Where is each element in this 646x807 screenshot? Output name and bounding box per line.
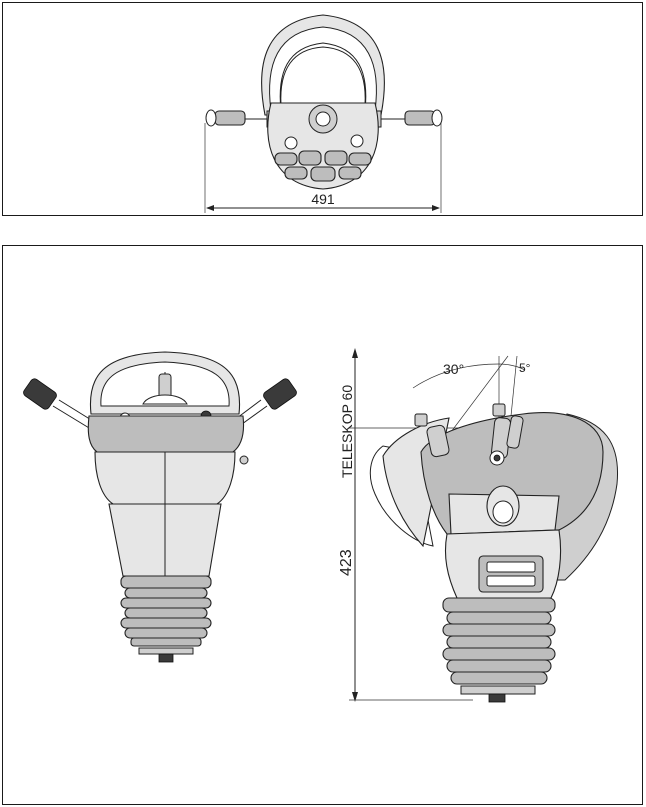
front-connector xyxy=(158,653,174,663)
front-left-grip xyxy=(23,378,57,410)
side-views-panel: 30° 5° TELESKOP 60 423 xyxy=(2,245,643,805)
width-dimension-label: 491 xyxy=(311,191,335,207)
handle-window xyxy=(280,46,366,106)
right-button xyxy=(350,134,364,148)
dim-arrow-right xyxy=(432,205,440,211)
left-grip-cap xyxy=(205,109,217,127)
left-grip xyxy=(214,110,246,126)
front-bellows xyxy=(120,575,212,647)
variant-label: TELESKOP 60 xyxy=(339,385,355,478)
side-views-drawing: 30° 5° TELESKOP 60 423 xyxy=(23,348,619,703)
keypad xyxy=(274,150,372,182)
dim-arrow-left xyxy=(206,205,214,211)
side-bellows xyxy=(442,597,556,685)
top-view-panel: 491 xyxy=(2,2,643,216)
side-view: 30° 5° TELESKOP 60 423 xyxy=(338,348,619,703)
front-right-grip xyxy=(263,378,297,410)
side-levers xyxy=(414,403,524,466)
front-flange xyxy=(138,647,194,655)
left-button xyxy=(284,136,298,150)
height-dimension-label: 423 xyxy=(338,549,355,576)
angle-arc-30 xyxy=(412,363,500,389)
right-grip xyxy=(404,110,436,126)
side-display xyxy=(478,555,544,593)
front-view xyxy=(23,351,297,663)
side-flange xyxy=(460,685,536,695)
side-connector xyxy=(488,693,506,703)
front-shell-rim xyxy=(87,415,245,453)
right-grip-cap xyxy=(431,109,443,127)
angle-label-5: 5° xyxy=(519,361,531,375)
angle-arc-5 xyxy=(498,363,526,371)
angle-label-30: 30° xyxy=(443,361,464,377)
top-view-drawing: 491 xyxy=(204,14,443,213)
